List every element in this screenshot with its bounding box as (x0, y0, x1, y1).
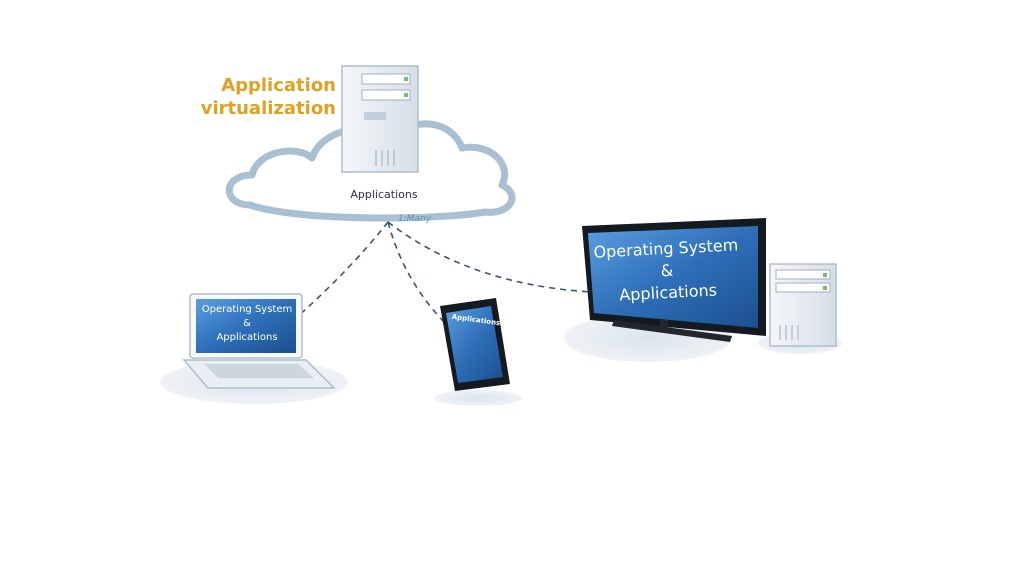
connection-line-monitor (387, 221, 593, 293)
ratio-label: 1:Many (398, 214, 432, 224)
laptop-line-1: Operating System (201, 304, 293, 315)
laptop-line-2: & (243, 318, 251, 329)
monitor-icon (564, 218, 766, 362)
connection-line-laptop (295, 221, 389, 319)
connection-lines (295, 221, 593, 331)
title-line-2: virtualization (200, 98, 336, 119)
tablet-icon (434, 298, 522, 406)
laptop-icon (160, 293, 348, 404)
title-line-1: Application (221, 75, 336, 96)
monitor-screen-text: Operating System & Applications (586, 234, 747, 308)
laptop-line-3: Applications (216, 332, 278, 343)
cloud-label: Applications (350, 188, 418, 201)
server-icon (341, 65, 419, 173)
diagram-title: Application virtualization (196, 74, 336, 120)
connection-line-tablet (387, 221, 453, 331)
desktop-tower-icon (758, 263, 842, 354)
laptop-screen-text: Operating System & Applications (198, 303, 296, 345)
